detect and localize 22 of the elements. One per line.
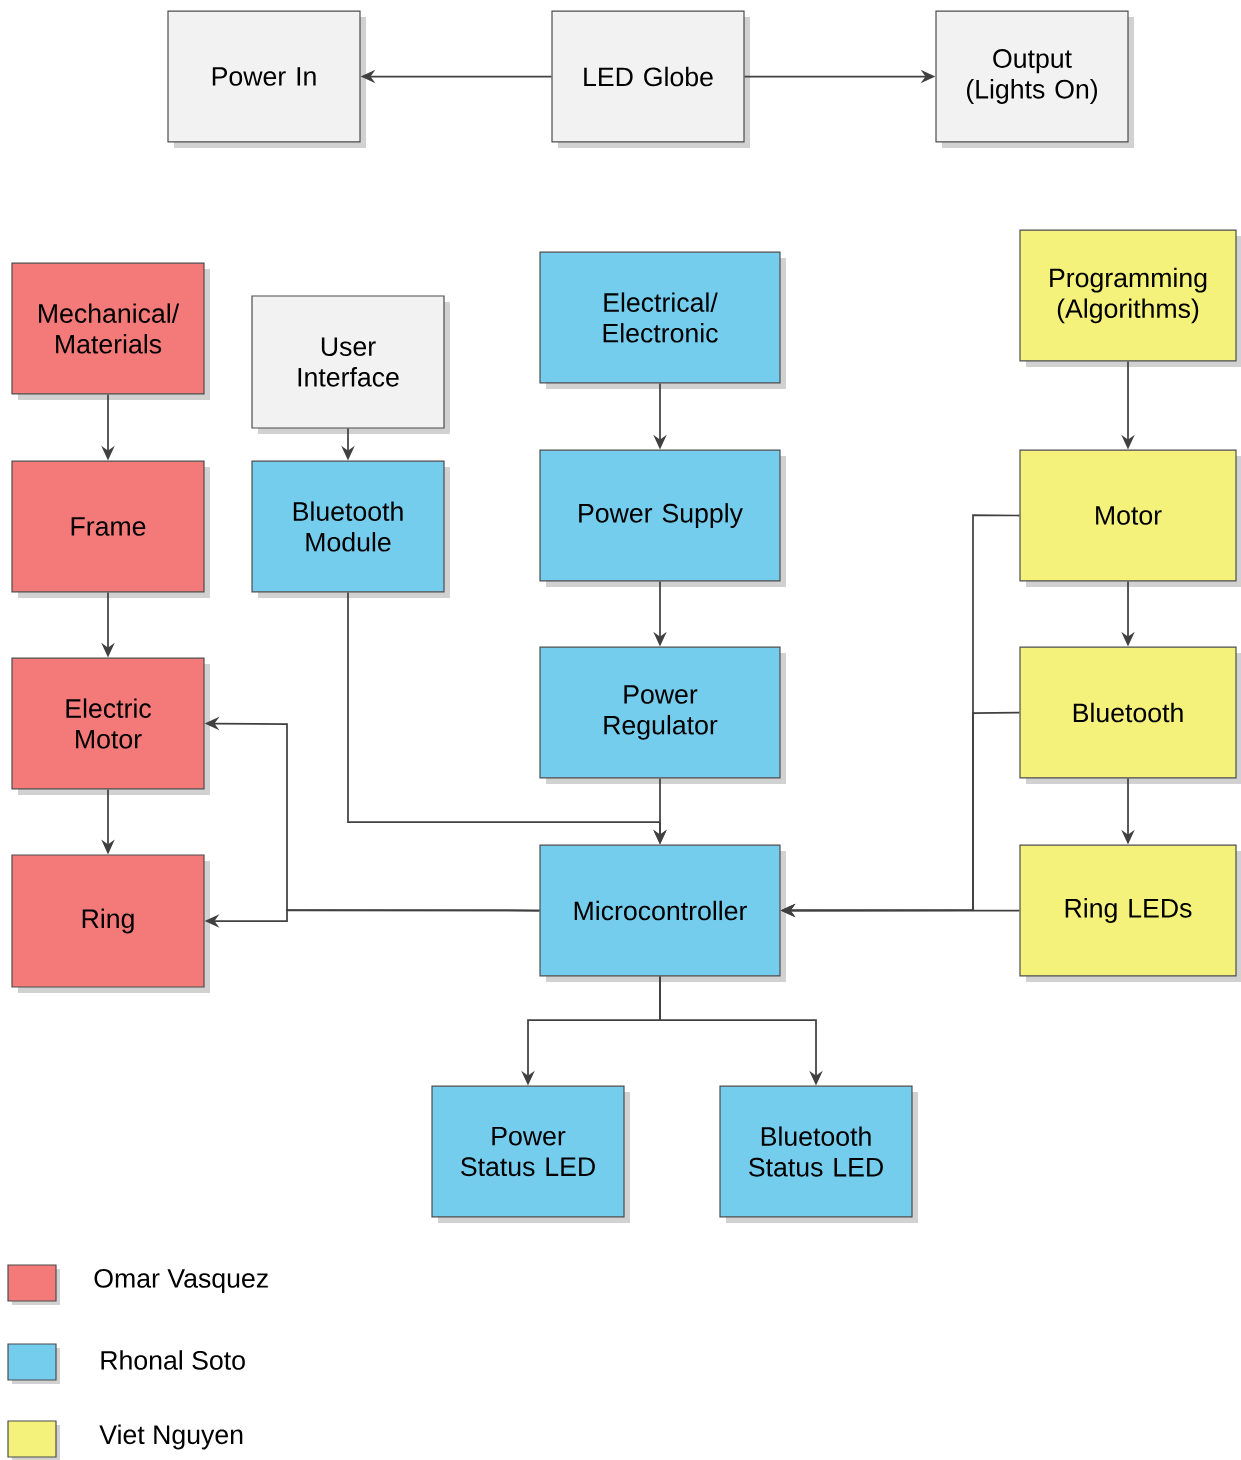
- process-box: Motor: [1019, 449, 1241, 587]
- process-box: Ring LEDs: [1019, 844, 1241, 982]
- process-box: Microcontroller: [539, 844, 786, 982]
- process-box: Power Status LED: [431, 1085, 630, 1223]
- legend-label: Viet Nguyen: [99, 1424, 243, 1450]
- process-box: User Interface: [251, 295, 450, 434]
- process-box: Output (Lights On): [935, 10, 1134, 148]
- legend-label: Omar Vasquez: [94, 1268, 268, 1294]
- process-box: Power Regulator: [539, 646, 786, 784]
- process-box: Frame: [11, 460, 210, 598]
- process-box: Bluetooth Status LED: [719, 1085, 918, 1223]
- process-box: Bluetooth: [1019, 646, 1241, 784]
- legend-label: Rhonal Soto: [101, 1350, 245, 1370]
- process-box: Ring: [11, 854, 210, 993]
- process-box: Mechanical/ Materials: [11, 262, 210, 400]
- process-box: Bluetooth Module: [251, 460, 450, 598]
- process-box: Power Supply: [539, 449, 786, 587]
- process-box: Electrical/ Electronic: [539, 251, 786, 389]
- process-box: LED Globe: [551, 10, 750, 148]
- process-box: Programming (Algorithms): [1019, 229, 1241, 367]
- process-box: Electric Motor: [11, 657, 210, 795]
- process-box: Power In: [167, 10, 366, 148]
